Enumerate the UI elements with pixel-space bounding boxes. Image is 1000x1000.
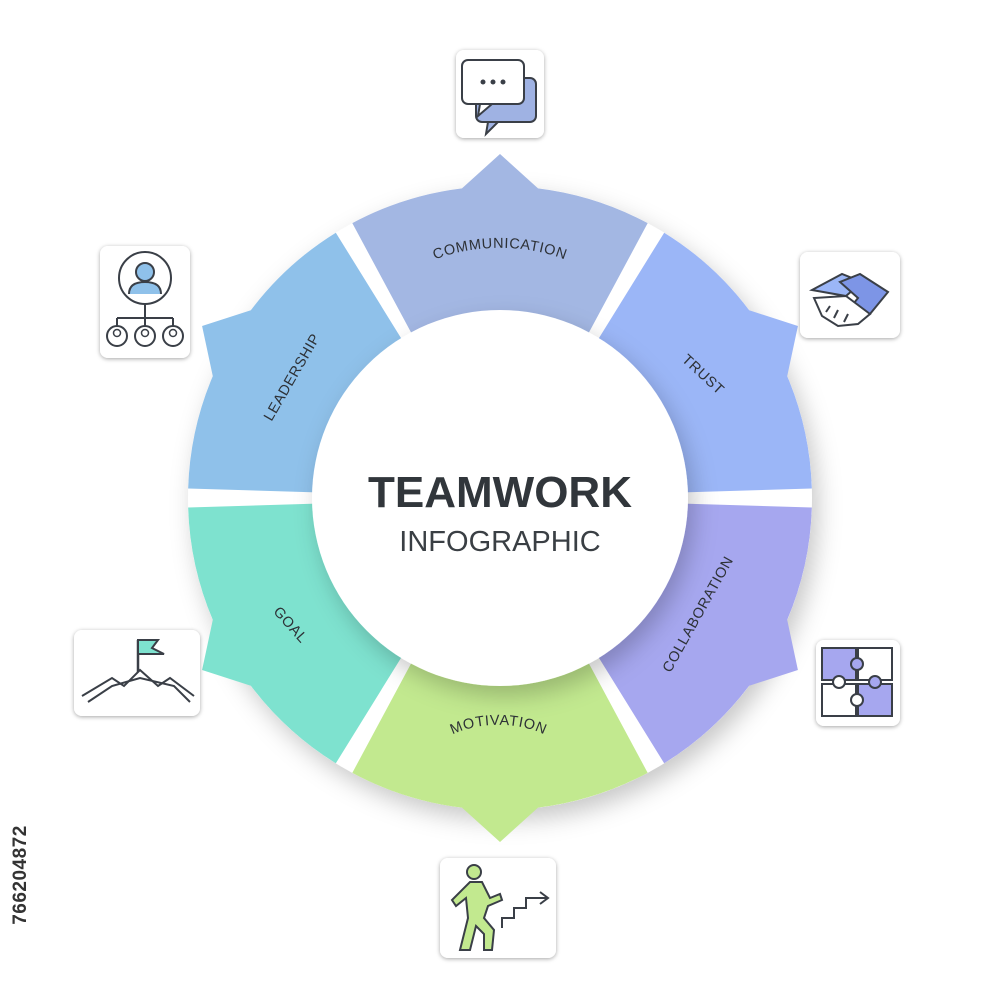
segment-leadership bbox=[188, 232, 412, 493]
team-hierarchy-icon bbox=[100, 246, 190, 358]
center-subtitle: INFOGRAPHIC bbox=[399, 526, 600, 558]
center-circle bbox=[312, 310, 688, 686]
segment-communication bbox=[352, 154, 648, 351]
center-title: TEAMWORK bbox=[368, 468, 632, 517]
puzzle-icon bbox=[816, 640, 900, 726]
climbing-stairs-icon bbox=[440, 858, 556, 958]
segment-trust bbox=[588, 232, 812, 493]
segment-motivation bbox=[352, 645, 648, 842]
handshake-icon bbox=[800, 252, 900, 338]
segment-goal bbox=[188, 503, 412, 764]
mountain-flag-icon bbox=[74, 630, 200, 716]
speech-bubble-icon bbox=[456, 50, 544, 138]
segment-collaboration bbox=[588, 503, 812, 764]
side-id-text: 766204872 bbox=[8, 760, 34, 990]
image-id-label: 766204872 bbox=[10, 825, 31, 925]
